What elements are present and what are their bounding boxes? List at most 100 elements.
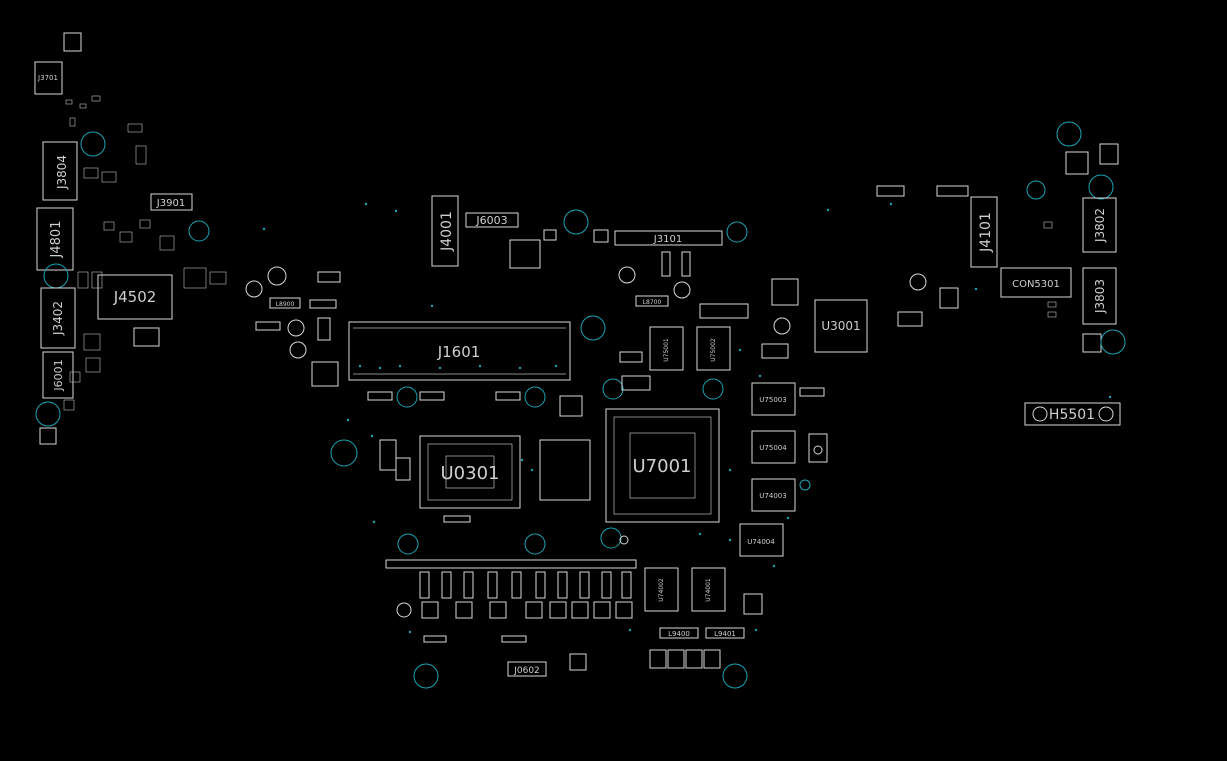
connector-J3901[interactable] xyxy=(150,193,193,211)
small-ic xyxy=(761,343,789,359)
small-component xyxy=(255,321,281,331)
bottom-fet-row xyxy=(569,649,721,671)
round-pad xyxy=(773,317,791,335)
label-J4001: J4001 xyxy=(439,211,455,252)
small-component xyxy=(501,635,527,643)
round-pad xyxy=(289,341,307,359)
label-U75002: U75002 xyxy=(710,338,717,362)
mounting-hole xyxy=(397,533,419,555)
small-component xyxy=(379,439,397,471)
small-component xyxy=(309,299,337,309)
chip-U3001[interactable] xyxy=(814,299,868,353)
small-component xyxy=(317,317,331,341)
connector-J3402[interactable] xyxy=(40,287,76,349)
connector-J3101[interactable] xyxy=(614,230,723,246)
memory-U74003[interactable] xyxy=(751,478,796,512)
round-pad xyxy=(245,280,263,298)
mounting-hole xyxy=(396,386,418,408)
label-U74001: U74001 xyxy=(705,578,712,602)
connector-J3802[interactable] xyxy=(1082,197,1117,253)
inductor-L9400[interactable] xyxy=(659,627,699,639)
vrm-area: L9400 L9401 J0602 xyxy=(385,535,763,689)
chip-U0301[interactable] xyxy=(419,435,521,509)
small-component xyxy=(367,391,393,401)
small-connector xyxy=(936,185,969,197)
label-CON5301: CON5301 xyxy=(1012,279,1060,290)
label-J4801: J4801 xyxy=(49,221,64,259)
small-ic xyxy=(311,361,339,387)
small-pad-block xyxy=(1082,333,1102,353)
small-component xyxy=(799,387,825,397)
memory-U75004[interactable] xyxy=(751,430,796,464)
small-ic xyxy=(509,239,541,269)
small-connector xyxy=(876,185,905,197)
connector-J4801[interactable] xyxy=(36,207,74,271)
mounting-hole xyxy=(1026,180,1046,200)
small-component xyxy=(443,515,471,523)
connector-J6001[interactable] xyxy=(42,351,74,399)
round-pad xyxy=(813,445,823,455)
mounting-hole xyxy=(702,378,724,400)
connector-J3804[interactable] xyxy=(42,141,78,201)
mounting-hole xyxy=(1056,121,1082,147)
mounting-hole xyxy=(524,386,546,408)
memory-U74004[interactable] xyxy=(739,523,784,557)
inductor-L8700[interactable] xyxy=(635,295,669,307)
mounting-hole xyxy=(726,221,748,243)
label-U7001: U7001 xyxy=(633,456,692,477)
small-pad-block xyxy=(39,427,57,445)
small-component xyxy=(897,311,923,327)
mounting-hole xyxy=(600,527,622,549)
mounting-hole xyxy=(43,263,69,289)
connector-J6003[interactable] xyxy=(465,212,519,228)
round-pad xyxy=(619,535,629,545)
label-U75001: U75001 xyxy=(663,338,670,362)
memory-U75003[interactable] xyxy=(751,382,796,416)
label-U74003: U74003 xyxy=(759,492,786,500)
small-component xyxy=(419,391,445,401)
connector-J3803[interactable] xyxy=(1082,267,1117,325)
memory-U75001[interactable] xyxy=(649,326,684,371)
label-J4502: J4502 xyxy=(113,288,157,306)
inductor-L9401[interactable] xyxy=(705,627,745,639)
mounting-hole xyxy=(563,209,589,235)
label-U3001: U3001 xyxy=(821,319,860,333)
connector-J4101[interactable] xyxy=(970,196,998,268)
connector-J3701[interactable] xyxy=(34,61,63,95)
memory-U74001[interactable] xyxy=(691,567,726,612)
mounting-hole xyxy=(1088,174,1114,200)
label-U0301: U0301 xyxy=(441,463,500,484)
mounting-hole xyxy=(80,131,106,157)
mounting-hole xyxy=(799,479,811,491)
vrm-mosfet-row xyxy=(421,601,633,619)
label-J3901: J3901 xyxy=(156,198,185,209)
connector-J4001[interactable] xyxy=(431,195,459,267)
connector-J4502[interactable] xyxy=(97,274,173,320)
passive-cluster xyxy=(63,95,227,411)
small-component xyxy=(593,229,609,243)
connector-J0602[interactable] xyxy=(507,661,547,677)
memory-U74002[interactable] xyxy=(644,567,679,612)
memory-U75002[interactable] xyxy=(696,326,731,371)
small-pad-block xyxy=(1065,151,1089,175)
chip-U7001[interactable] xyxy=(605,408,720,523)
small-component xyxy=(699,303,749,319)
connector-J1601[interactable] xyxy=(348,321,571,381)
label-J3101: J3101 xyxy=(653,234,682,245)
small-component xyxy=(621,375,651,391)
small-ic xyxy=(771,278,799,306)
small-component xyxy=(619,351,643,363)
connector-CON5301[interactable] xyxy=(1000,267,1072,298)
label-J4101: J4101 xyxy=(978,212,994,253)
passive-cluster xyxy=(539,439,591,501)
round-pad xyxy=(287,319,305,337)
label-J3802: J3802 xyxy=(1093,208,1107,243)
hole-H5501[interactable] xyxy=(1024,402,1121,426)
label-J3402: J3402 xyxy=(51,301,65,336)
small-pad-block xyxy=(63,32,82,52)
label-U74004: U74004 xyxy=(747,538,775,546)
round-pad xyxy=(1032,406,1048,422)
left-edge-strip: J3701 J3804 J3901 J4801 J4502 J3402 J600… xyxy=(34,32,227,445)
inductor-L8900[interactable] xyxy=(269,297,301,309)
label-L8700: L8700 xyxy=(643,299,662,306)
